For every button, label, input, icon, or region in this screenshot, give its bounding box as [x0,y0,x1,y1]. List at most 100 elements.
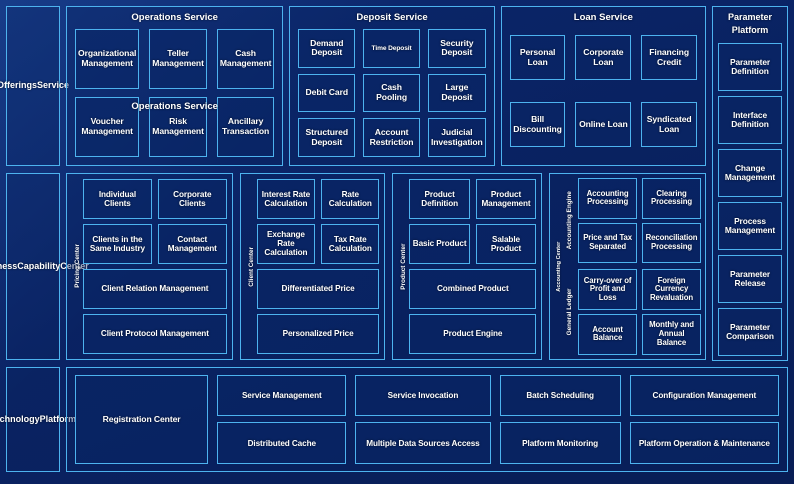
panel-accounting-center[interactable]: Accounting Center Accounting Engine Acco… [549,173,706,360]
technology-column-3: Batch Scheduling Platform Monitoring [499,374,621,464]
item-registration-center[interactable]: Registration Center [75,374,209,464]
panel-label-accounting-engine: Accounting Engine [566,191,574,250]
accounting-subsections: Accounting Engine Accounting Processing … [564,178,701,355]
parameter-platform-spacer [712,173,788,360]
panel-client-center[interactable]: Client Center Interest Rate Calculation … [239,173,386,360]
item-security-deposit[interactable]: Security Deposit [427,29,486,68]
item-service-invocation[interactable]: Service Invocation [355,374,491,417]
product-center-items: Product Definition Product Management Ba… [409,179,537,354]
item-change-management[interactable]: Change Management [718,149,783,198]
deposit-service-items: Demand Deposit Time Deposit Security Dep… [298,29,486,157]
item-organizational-management[interactable]: Organizational Management [75,29,140,89]
loan-service-items: Personal Loan Corporate Loan Financing C… [509,29,698,157]
item-large-deposit[interactable]: Large Deposit [427,73,486,113]
item-demand-deposit[interactable]: Demand Deposit [298,29,356,68]
item-interface-definition[interactable]: Interface Definition [718,96,783,145]
panel-loan-service[interactable]: Loan Service Personal Loan Corporate Loa… [500,6,707,166]
item-clients-in-the-same-industry[interactable]: Clients in the Same Industry [83,223,152,264]
item-judicial-investigation[interactable]: Judicial Investigation [427,118,486,157]
item-process-management[interactable]: Process Management [718,202,783,251]
item-differentiated-price[interactable]: Differentiated Price [256,268,380,309]
item-syndicated-loan[interactable]: Syndicated Loan [641,102,698,147]
item-rate-calculation[interactable]: Rate Calculation [321,179,380,219]
item-batch-scheduling[interactable]: Batch Scheduling [499,374,621,417]
row-label-business-capability-center: BusinessCapabilityCenter [0,173,89,360]
item-monthly-and-annual-balance[interactable]: Monthly and Annual Balance [642,314,701,355]
item-ancillary-transaction[interactable]: Ancillary Transaction [216,97,275,157]
item-price-and-tax-separated[interactable]: Price and Tax Separated [578,222,638,264]
item-financing-credit[interactable]: Financing Credit [641,35,698,80]
item-foreign-currency-revaluation[interactable]: Foreign Currency Revaluation [642,269,701,311]
panel-label-product-center: Product Center [400,243,408,290]
item-online-loan[interactable]: Online Loan [575,102,632,147]
item-account-balance[interactable]: Account Balance [578,314,638,355]
client-center-items: Interest Rate Calculation Rate Calculati… [256,179,380,354]
panel-label-accounting-center: Accounting Center [556,241,563,292]
item-contact-management[interactable]: Contact Management [157,223,227,264]
operations-service-items: Organizational Management Teller Managem… [75,29,275,157]
item-product-engine[interactable]: Product Engine [409,313,537,354]
item-clearing-processing[interactable]: Clearing Processing [642,178,701,219]
item-parameter-comparison[interactable]: Parameter Comparison [718,308,783,356]
item-platform-operation-maintenance[interactable]: Platform Operation & Maintenance [629,422,779,464]
panel-title-operations-service: Operations Service [131,12,218,23]
panel-technology-platform[interactable]: Registration Center Service Management D… [66,366,788,472]
item-debit-card[interactable]: Debit Card [298,73,356,113]
item-carry-over-of-profit-and-loss[interactable]: Carry-over of Profit and Loss [578,269,638,311]
item-client-protocol-management[interactable]: Client Protocol Management [83,313,227,354]
item-salable-product[interactable]: Salable Product [475,223,537,264]
item-cash-management[interactable]: Cash Management [216,29,275,89]
business-capability-center-row: BusinessCapabilityCenter Pricing Center … [0,173,788,360]
item-interest-rate-calculation[interactable]: Interest Rate Calculation [256,179,316,219]
item-time-deposit[interactable]: Time Deposit [363,29,420,68]
technology-column-1: Service Management Distributed Cache [217,374,347,464]
panel-title-deposit-service: Deposit Service [356,12,428,23]
panel-label-client-center: Client Center [247,246,255,287]
item-bill-discounting[interactable]: Bill Discounting [509,102,566,147]
item-cash-pooling[interactable]: Cash Pooling [363,73,420,113]
item-configuration-management[interactable]: Configuration Management [629,374,779,417]
panel-pricing-center[interactable]: Pricing Center Individual Clients Corpor… [66,173,233,360]
item-platform-monitoring[interactable]: Platform Monitoring [499,422,621,464]
item-voucher-management[interactable]: Voucher Management [75,97,140,157]
item-account-restriction[interactable]: Account Restriction [363,118,420,157]
item-individual-clients[interactable]: Individual Clients [83,179,152,219]
technology-column-4: Configuration Management Platform Operat… [629,374,779,464]
accounting-engine-items: Accounting Processing Clearing Processin… [578,178,701,264]
panel-title-loan-service: Loan Service [573,12,633,23]
panel-deposit-service[interactable]: Deposit Service Demand Deposit Time Depo… [289,6,495,166]
item-teller-management[interactable]: Teller Management [149,29,207,89]
item-tax-rate-calculation[interactable]: Tax Rate Calculation [321,223,380,264]
row-label-technology-platform: TechnologyPlatform [0,366,76,472]
item-risk-management[interactable]: Risk Management [149,97,207,157]
item-service-management[interactable]: Service Management [217,374,347,417]
panel-operations-service[interactable]: Operations Service Organizational Manage… [66,6,284,166]
item-multiple-data-sources-access[interactable]: Multiple Data Sources Access [355,422,491,464]
item-personalized-price[interactable]: Personalized Price [256,313,380,354]
panel-parameter-platform[interactable]: Parameter Platform Parameter Definition … [712,6,789,361]
panel-title-parameter-platform: Parameter Platform [728,12,773,36]
item-product-management[interactable]: Product Management [475,179,537,219]
panel-label-pricing-center: Pricing Center [74,244,81,289]
item-parameter-release[interactable]: Parameter Release [718,255,783,304]
item-structured-deposit[interactable]: Structured Deposit [298,118,356,157]
item-distributed-cache[interactable]: Distributed Cache [217,422,347,464]
business-capability-columns: Pricing Center Individual Clients Corpor… [66,173,706,360]
item-product-definition[interactable]: Product Definition [409,179,470,219]
item-accounting-processing[interactable]: Accounting Processing [578,178,638,219]
item-combined-product[interactable]: Combined Product [409,268,537,309]
item-parameter-definition[interactable]: Parameter Definition [718,43,783,92]
item-corporate-clients[interactable]: Corporate Clients [157,179,227,219]
item-client-relation-management[interactable]: Client Relation Management [83,268,227,309]
panel-product-center[interactable]: Product Center Product Definition Produc… [392,173,543,360]
item-exchange-rate-calculation[interactable]: Exchange Rate Calculation [256,223,316,264]
item-basic-product[interactable]: Basic Product [409,223,470,264]
technology-column-2: Service Invocation Multiple Data Sources… [355,374,491,464]
item-personal-loan[interactable]: Personal Loan [509,35,566,80]
item-corporate-loan[interactable]: Corporate Loan [575,35,632,80]
item-reconciliation-processing[interactable]: Reconciliation Processing [642,222,701,264]
panel-label-general-ledger: General Ledger [566,288,574,336]
